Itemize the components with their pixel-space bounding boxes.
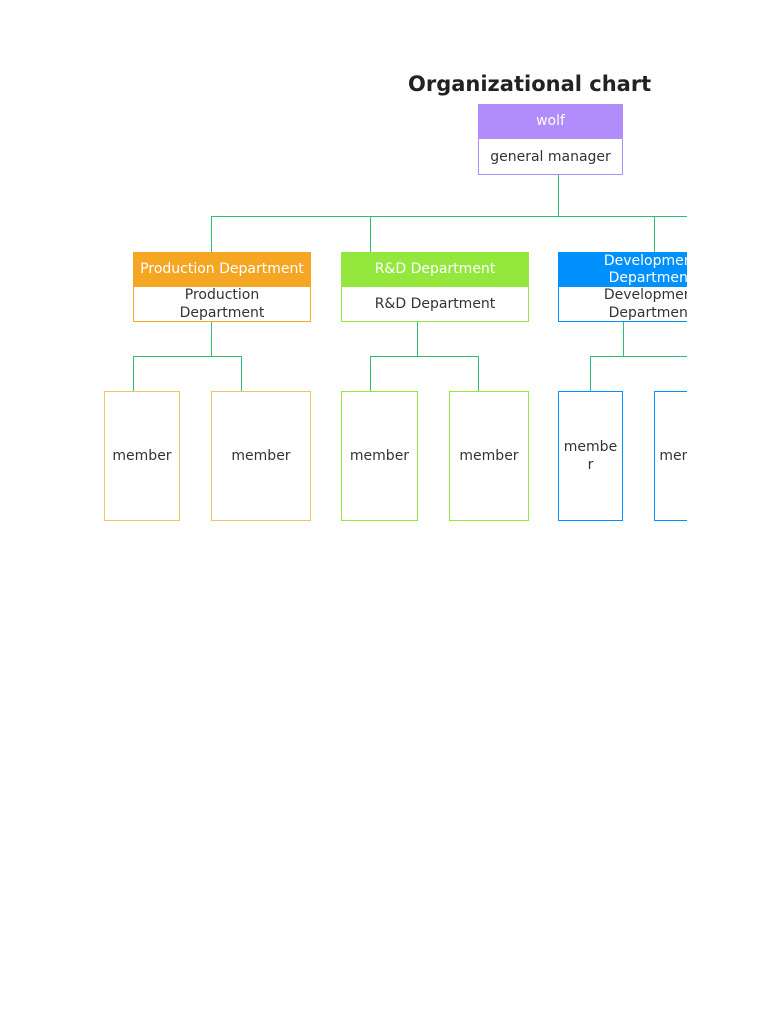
rnd-member-2[interactable]: member xyxy=(449,391,529,521)
production-department-body[interactable]: Production Department xyxy=(133,287,311,322)
connector-development-member-1 xyxy=(590,356,591,391)
root-node-name[interactable]: wolf xyxy=(478,104,623,139)
connector-production-up xyxy=(211,216,212,253)
connector-development-down xyxy=(623,322,624,356)
root-node-role[interactable]: general manager xyxy=(478,139,623,175)
connector-rnd-down xyxy=(417,322,418,356)
connector-development-up xyxy=(654,216,655,253)
production-member-2[interactable]: member xyxy=(211,391,311,521)
org-chart: wolf general manager Production Departme… xyxy=(104,104,687,521)
connector-production-down xyxy=(211,322,212,356)
development-member-2[interactable]: member xyxy=(654,391,687,521)
connector-production-bus xyxy=(133,356,242,357)
development-member-1[interactable]: member xyxy=(558,391,623,521)
connector-production-member-1 xyxy=(133,356,134,391)
rnd-department-head[interactable]: R&D Department xyxy=(341,252,529,287)
connector-rnd-bus xyxy=(370,356,479,357)
connector-production-member-2 xyxy=(241,356,242,391)
connector-rnd-member-1 xyxy=(370,356,371,391)
connector-department-bus xyxy=(211,216,687,217)
connector-rnd-member-2 xyxy=(478,356,479,391)
development-department-body[interactable]: Development Department xyxy=(558,287,687,322)
chart-title: Organizational chart xyxy=(408,72,652,96)
connector-root-down xyxy=(558,175,559,216)
rnd-department-body[interactable]: R&D Department xyxy=(341,287,529,322)
production-member-1[interactable]: member xyxy=(104,391,180,521)
development-department-head[interactable]: Development Department xyxy=(558,252,687,287)
connector-rnd-up xyxy=(370,216,371,253)
connector-development-bus xyxy=(590,356,687,357)
rnd-member-1[interactable]: member xyxy=(341,391,418,521)
production-department-head[interactable]: Production Department xyxy=(133,252,311,287)
